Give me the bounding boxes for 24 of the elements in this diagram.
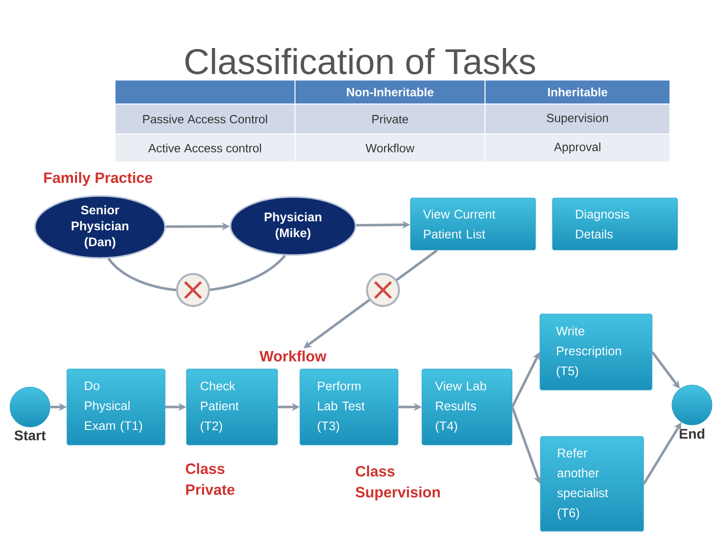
table-cell: Supervision (484, 104, 670, 134)
table-cell: Workflow (294, 134, 486, 162)
process-box: Perform Lab Test (T3) (300, 368, 398, 446)
process-box: View Current Patient List (410, 198, 536, 250)
process-box: Check Patient (T2) (186, 368, 278, 446)
table-cell: Passive Access Control (114, 104, 296, 134)
process-box: Do Physical Exam (T1) (66, 368, 166, 446)
node-label: Start (14, 430, 46, 440)
text-label: Workflow (260, 350, 327, 362)
note-label: Class Supervision (356, 466, 440, 500)
oval-node: Physician (Mike) (230, 196, 356, 256)
node-label: End (680, 428, 704, 439)
process-box: Refer another specialist (T6) (540, 436, 644, 532)
process-box: Diagnosis Details (552, 198, 678, 250)
table-cell: Private (294, 104, 486, 134)
slide-title: Classification of Tasks (185, 48, 536, 74)
process-box: View Lab Results (T4) (422, 368, 512, 446)
table-cell: Approval (484, 134, 670, 162)
table-cell: Active Access control (114, 134, 296, 162)
note-label: Class Private (186, 463, 235, 495)
header-cell: Inheritable (484, 80, 670, 104)
header-cell: Non-Inheritable (294, 80, 486, 104)
process-box: Write Prescription (T5) (540, 314, 652, 390)
oval-node: Senior Physician (Dan) (34, 195, 166, 259)
